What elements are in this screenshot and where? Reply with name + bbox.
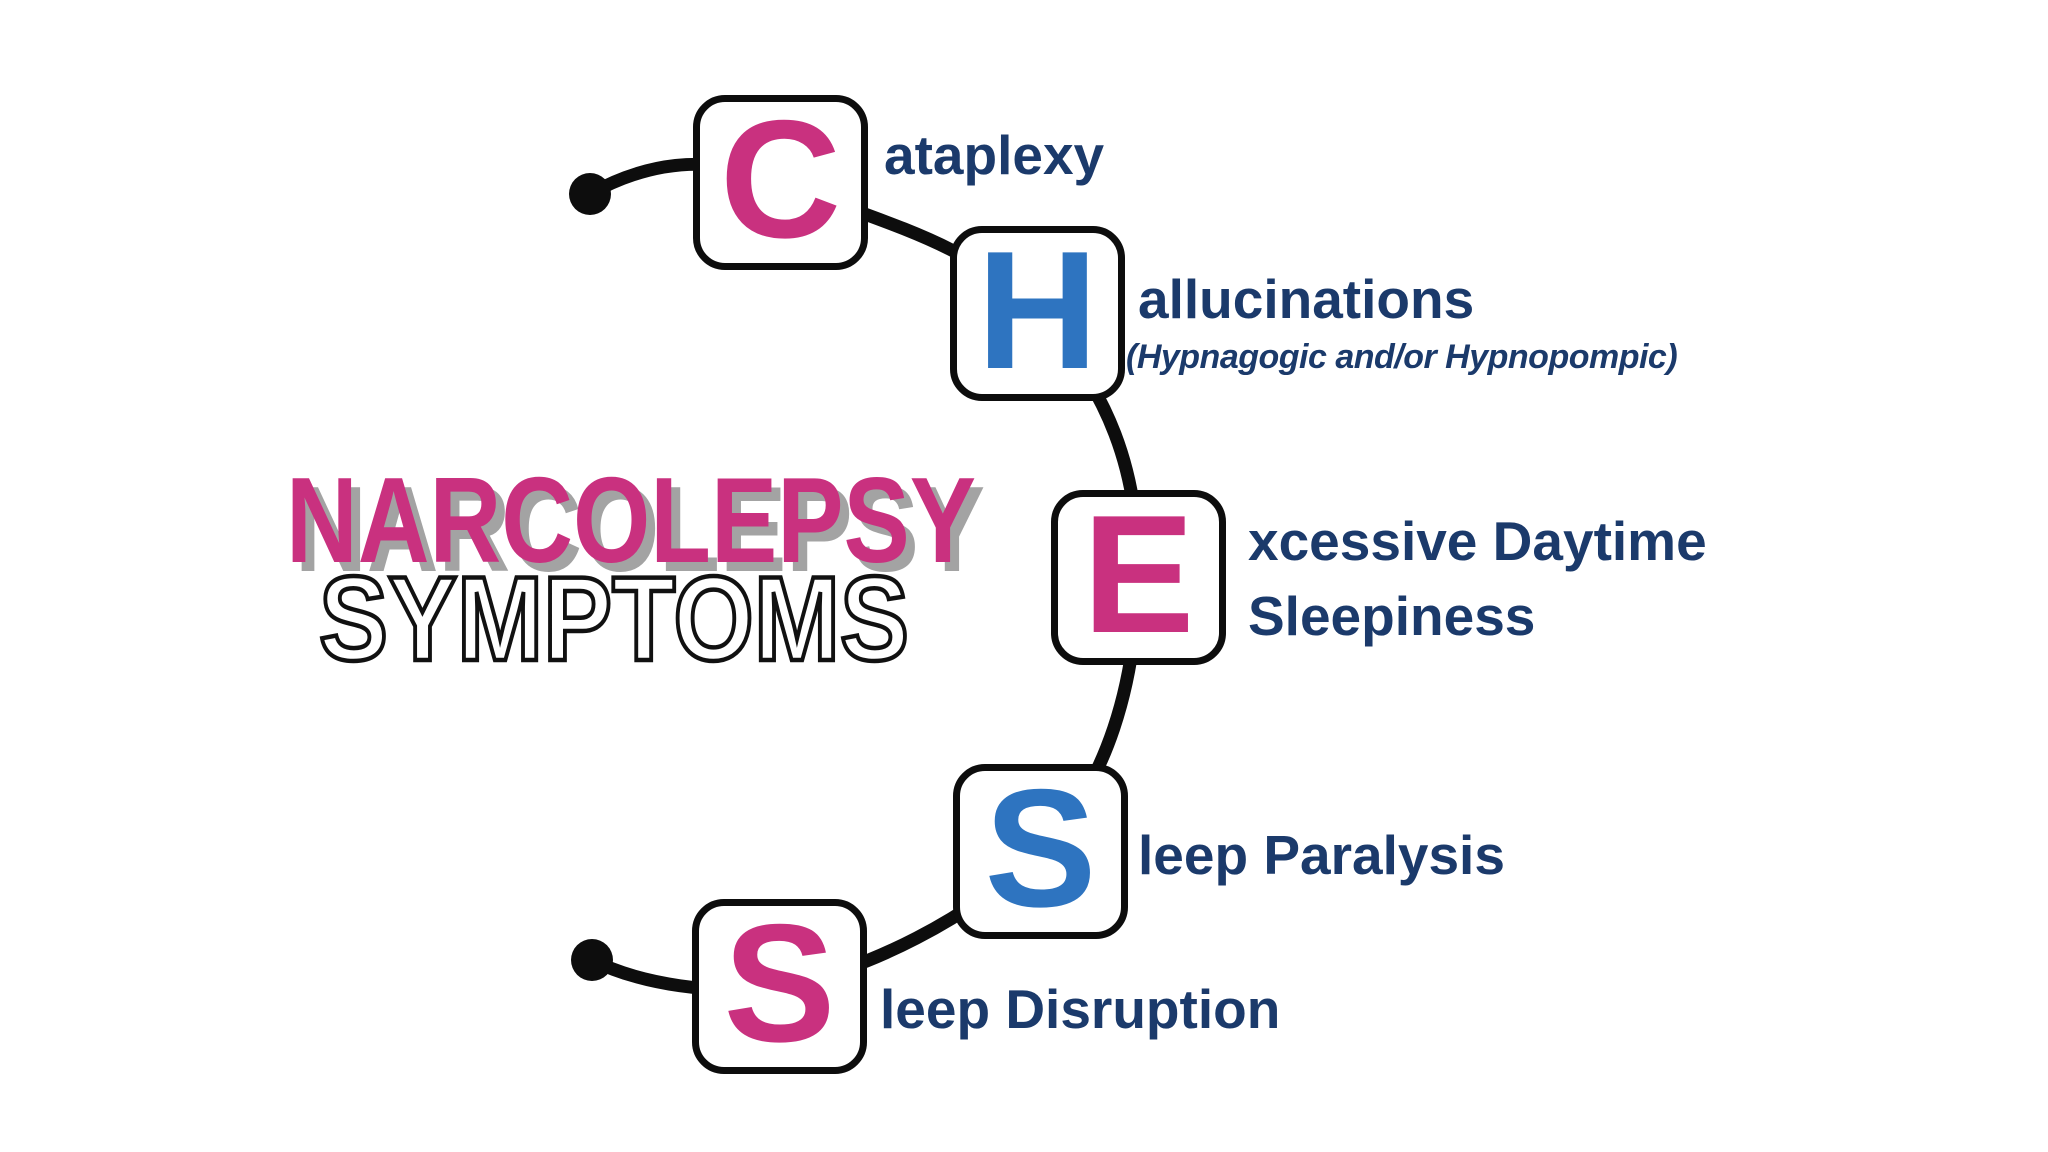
title-line1: NARCOLEPSY (286, 452, 976, 588)
label-cataplexy: ataplexy (884, 124, 1105, 186)
connector-start-dot (569, 173, 611, 215)
letter-s-paralysis: S (984, 753, 1097, 942)
label-eds-line2: Sleepiness (1248, 584, 1536, 647)
label-sleep-disruption: leep Disruption (880, 978, 1281, 1040)
connector-end-dot (571, 939, 613, 981)
label-excessive-daytime-sleepiness: xcessive Daytime Sleepiness (1248, 504, 1707, 654)
letter-box-s-disruption: S (692, 899, 867, 1074)
label-hallucinations: allucinations (1138, 268, 1475, 330)
title-line2: SYMPTOMS (319, 552, 909, 686)
label-sleep-paralysis: leep Paralysis (1138, 824, 1505, 886)
letter-e: E (1082, 479, 1195, 668)
label-hallucinations-subtitle: (Hypnagogic and/or Hypnopompic) (1126, 338, 1678, 376)
title-line1-shadow: NARCOLEPSY (295, 461, 985, 597)
letter-h: H (976, 215, 1099, 404)
letter-box-e: E (1051, 490, 1226, 665)
letter-s-disruption: S (723, 888, 836, 1077)
letter-box-h: H (950, 226, 1125, 401)
letter-c: C (719, 84, 842, 273)
letter-box-c: C (693, 95, 868, 270)
title-block: NARCOLEPSY NARCOLEPSY SYMPTOMS (286, 452, 985, 688)
letter-box-s-paralysis: S (953, 764, 1128, 939)
label-eds-line1: xcessive Daytime (1248, 510, 1707, 572)
